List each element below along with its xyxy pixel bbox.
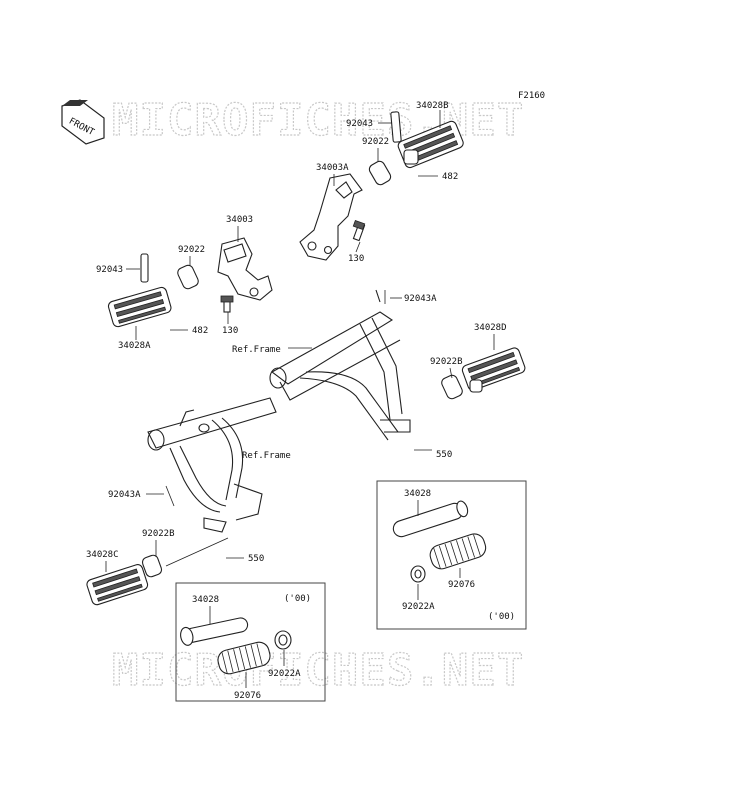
label-92043A-left: 92043A	[108, 490, 141, 500]
label-482-left: 482	[192, 326, 208, 336]
bracket-34003A	[299, 173, 366, 261]
watermark-bottom: MICROFICHES.NET	[112, 645, 524, 696]
box-left-year: ('00)	[284, 594, 311, 604]
inset-box-left	[175, 582, 326, 702]
label-ref-frame-lower: Ref.Frame	[242, 451, 291, 461]
box-right-label-92076: 92076	[448, 580, 475, 590]
label-34003A: 34003A	[316, 163, 349, 173]
label-34003: 34003	[226, 215, 253, 225]
label-92022B-left: 92022B	[142, 529, 175, 539]
label-34028B: 34028B	[416, 101, 449, 111]
box-right-year: ('00)	[488, 612, 515, 622]
box-right-label-34028: 34028	[404, 489, 431, 499]
watermark-top: MICROFICHES.NET	[112, 95, 524, 146]
label-34028A: 34028A	[118, 341, 151, 351]
box-left-label-92022A: 92022A	[268, 669, 301, 679]
front-arrow-icon: FRONT	[61, 99, 105, 145]
frame-lower	[147, 397, 277, 533]
label-34028D: 34028D	[474, 323, 507, 333]
figure-code: F2160	[518, 91, 545, 101]
box-right-label-92022A: 92022A	[402, 602, 435, 612]
label-550-left: 550	[248, 554, 264, 564]
label-482-top: 482	[442, 172, 458, 182]
inset-box-right	[376, 480, 527, 630]
label-550-right: 550	[436, 450, 452, 460]
label-130-left: 130	[222, 326, 238, 336]
label-92043A-right: 92043A	[404, 294, 437, 304]
label-92043-left: 92043	[96, 265, 123, 275]
label-92022-left: 92022	[178, 245, 205, 255]
footpeg-34028C	[86, 537, 244, 606]
label-92043-top: 92043	[346, 119, 373, 129]
frame-upper	[269, 289, 411, 441]
footpeg-34028A	[107, 253, 199, 331]
label-130-right: 130	[348, 254, 364, 264]
bracket-34003	[217, 237, 273, 313]
footpeg-34028B	[368, 111, 464, 186]
box-left-label-34028: 34028	[192, 595, 219, 605]
label-92022-top: 92022	[362, 137, 389, 147]
label-34028C: 34028C	[86, 550, 119, 560]
label-92022B-right: 92022B	[430, 357, 463, 367]
footpeg-34028D	[414, 347, 526, 451]
box-left-label-92076: 92076	[234, 691, 261, 701]
label-ref-frame-upper: Ref.Frame	[232, 345, 281, 355]
